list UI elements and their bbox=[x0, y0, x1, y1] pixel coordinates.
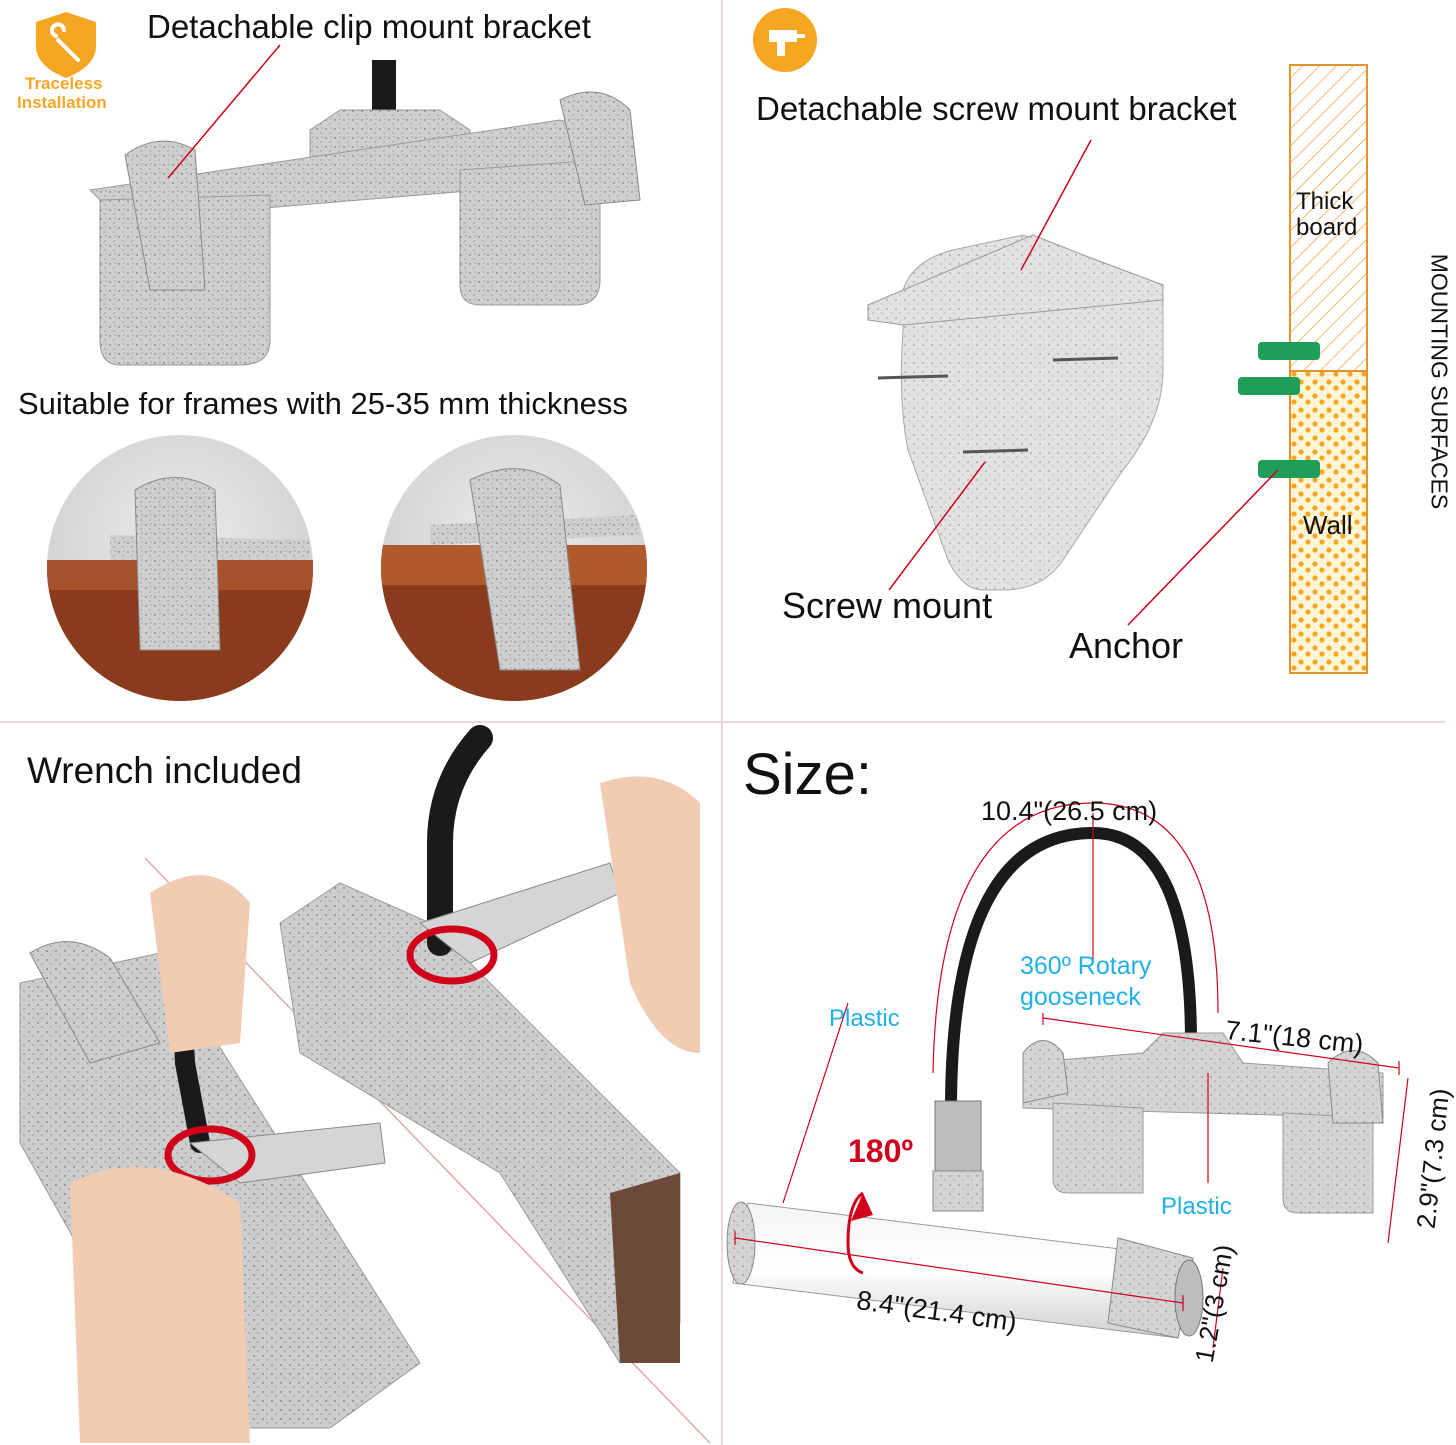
plastic-left-label: Plastic bbox=[829, 1005, 900, 1032]
rotation-arrow-upper-icon bbox=[406, 925, 498, 985]
mounting-surfaces-label: MOUNTING SURFACES bbox=[1426, 253, 1453, 510]
panel-clip-mount: Traceless Installation Detachable clip m… bbox=[0, 0, 721, 721]
clip-title-pointer-line bbox=[167, 44, 281, 179]
drill-badge-icon bbox=[753, 8, 817, 72]
size-title: Size: bbox=[743, 742, 872, 807]
screw-bracket-image bbox=[867, 234, 1164, 591]
traceless-badge-label-1: Traceless bbox=[25, 74, 103, 93]
anchor-icons bbox=[1238, 342, 1320, 478]
dimension-lines bbox=[734, 813, 1409, 1349]
screw-mount-label: Screw mount bbox=[782, 585, 993, 626]
screw-mount-title: Detachable screw mount bracket bbox=[756, 90, 1237, 127]
size-illustration bbox=[726, 802, 1409, 1349]
gooseneck-length-label: 10.4"(26.5 cm) bbox=[981, 796, 1158, 826]
bracket-image bbox=[1022, 1032, 1384, 1214]
clip-bracket-image bbox=[88, 60, 641, 366]
swivel-joint-image bbox=[934, 1100, 982, 1172]
screw-mount-pointer-line bbox=[888, 461, 986, 591]
thick-board-label-1: Thick bbox=[1296, 188, 1354, 215]
frame-photo-thick bbox=[381, 435, 647, 701]
rotation-label: 180º bbox=[848, 1133, 914, 1169]
rotation-arrow-lower-icon bbox=[164, 1125, 256, 1185]
panel-divider-horizontal bbox=[0, 721, 1445, 723]
gooseneck-label-2: gooseneck bbox=[1020, 983, 1141, 1011]
gooseneck-upper bbox=[427, 725, 493, 956]
wall-diagram bbox=[1289, 64, 1368, 674]
anchor-pointer-line bbox=[1127, 469, 1279, 626]
screw-title-pointer-line bbox=[1020, 139, 1092, 271]
traceless-badge-label-2: Installation bbox=[17, 93, 107, 112]
panel-size: Size: 10.4"(26.5 cm) 360º Rotary goosene… bbox=[723, 723, 1455, 1445]
clip-mount-title: Detachable clip mount bracket bbox=[147, 8, 591, 45]
panel-screw-mount: Detachable screw mount bracket Thick boa… bbox=[723, 0, 1453, 721]
rotation-180-arrow-icon bbox=[846, 1191, 864, 1275]
gooseneck-length-outline bbox=[932, 802, 1219, 1074]
hand-upper-left-image bbox=[150, 875, 250, 1053]
plastic-right-label: Plastic bbox=[1161, 1193, 1232, 1220]
hand-right-image bbox=[600, 776, 700, 1053]
screw-mount-illustration bbox=[753, 8, 1368, 674]
clip-mount-caption: Suitable for frames with 25-35 mm thickn… bbox=[18, 386, 628, 421]
anchor-label: Anchor bbox=[1069, 625, 1184, 666]
wrench-illustration bbox=[19, 725, 711, 1444]
panel-wrench: Wrench included bbox=[0, 723, 721, 1445]
traceless-badge-icon bbox=[36, 12, 96, 78]
clip-mount-illustration bbox=[36, 12, 647, 701]
gooseneck-label-1: 360º Rotary bbox=[1020, 952, 1152, 980]
thick-board-label-2: board bbox=[1296, 214, 1358, 241]
wrench-title: Wrench included bbox=[27, 750, 302, 791]
wall-label: Wall bbox=[1303, 510, 1353, 540]
frame-photo-thin bbox=[47, 435, 313, 701]
upper-bracket-image bbox=[279, 882, 681, 1364]
hand-lower-left-image bbox=[70, 1167, 250, 1443]
